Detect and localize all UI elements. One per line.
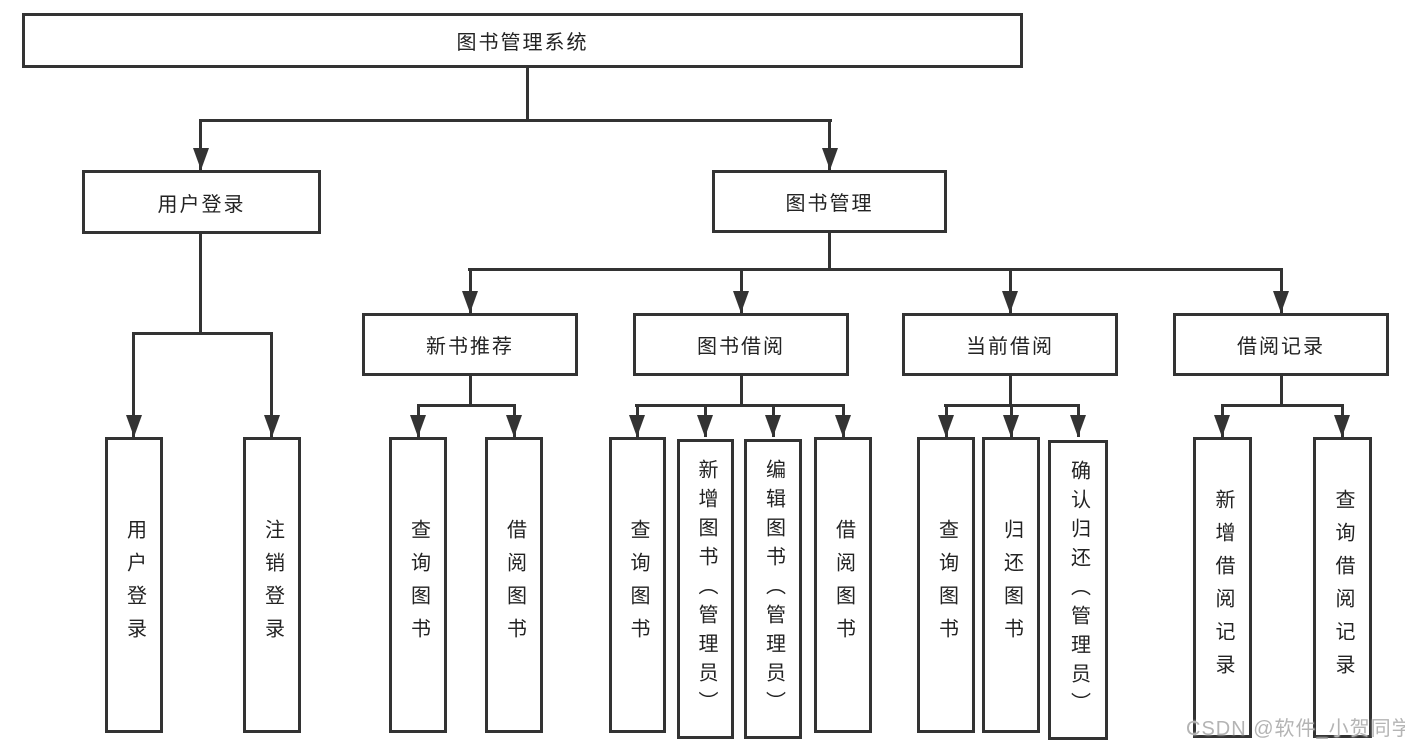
connector-root-trunk [526, 66, 529, 120]
leaf-label: 新增图书（管理员） [695, 458, 717, 720]
leaf-label: 查询图书 [935, 519, 958, 651]
arrowhead-br-query [1334, 415, 1350, 437]
leaf-bb-add-books-admin: 新增图书（管理员） [677, 439, 734, 739]
node-book-borrowing: 图书借阅 [633, 313, 849, 376]
connector-borrow-records-hline [1221, 404, 1344, 407]
connector-borrow-records-trunk [1280, 374, 1283, 406]
connector-drop-current-borrow [1009, 268, 1012, 313]
arrowhead-logout-leaf [264, 415, 280, 437]
arrowhead-nb-query [410, 415, 426, 437]
leaf-label: 注销登录 [261, 519, 284, 651]
connector-current-borrow-trunk [1009, 374, 1012, 406]
leaf-user-login: 用户登录 [105, 437, 163, 733]
leaf-label: 用户登录 [123, 519, 146, 651]
connector-level2-hline [199, 119, 832, 122]
connector-drop-new-book [469, 268, 472, 313]
arrowhead-cb-query [938, 415, 954, 437]
leaf-label: 借阅图书 [832, 519, 855, 651]
node-library-management-system: 图书管理系统 [22, 13, 1023, 68]
leaf-nb-borrow-books: 借阅图书 [485, 437, 543, 733]
node-label: 当前借阅 [966, 336, 1054, 358]
node-borrowing-records: 借阅记录 [1173, 313, 1389, 376]
connector-drop-book-borrow [740, 268, 743, 313]
leaf-br-add-record: 新增借阅记录 [1193, 437, 1252, 738]
arrowhead-br-add [1214, 415, 1230, 437]
leaf-br-query-record: 查询借阅记录 [1313, 437, 1372, 738]
arrowhead-bb-edit [765, 415, 781, 437]
node-book-management: 图书管理 [712, 170, 947, 233]
leaf-nb-query-books: 查询图书 [389, 437, 447, 733]
arrowhead-borrow-records [1273, 291, 1289, 313]
leaf-cb-confirm-return-admin: 确认归还（管理员） [1048, 440, 1108, 740]
leaf-label: 编辑图书（管理员） [762, 458, 785, 720]
connector-book-borrow-hline [635, 404, 845, 407]
leaf-bb-edit-books-admin: 编辑图书（管理员） [744, 439, 802, 739]
connector-drop-user-login-leaf [132, 332, 135, 437]
leaf-label: 查询图书 [627, 519, 649, 651]
arrowhead-book-management [822, 148, 838, 170]
node-label: 图书管理系统 [456, 32, 589, 54]
leaf-label: 确认归还（管理员） [1067, 459, 1090, 721]
leaf-logout: 注销登录 [243, 437, 301, 733]
node-current-borrowing: 当前借阅 [902, 313, 1118, 376]
connector-drop-book-management [828, 119, 831, 170]
connector-new-book-hline [417, 404, 516, 407]
leaf-bb-borrow-books: 借阅图书 [814, 437, 872, 733]
arrowhead-cb-confirm [1070, 415, 1086, 437]
arrowhead-cb-return [1003, 415, 1019, 437]
node-label: 用户登录 [157, 193, 246, 216]
arrowhead-user-login-leaf [126, 415, 142, 437]
arrowhead-current-borrow [1002, 291, 1018, 313]
connector-new-book-trunk [469, 374, 472, 406]
node-label: 图书借阅 [697, 336, 785, 358]
arrowhead-user-login [193, 148, 209, 170]
leaf-label: 新增借阅记录 [1212, 488, 1234, 687]
connector-drop-borrow-records [1280, 268, 1283, 313]
arrowhead-bb-add [697, 415, 713, 437]
connector-book-management-trunk [828, 232, 831, 270]
node-user-login: 用户登录 [82, 170, 321, 234]
connector-drop-user-login [199, 119, 202, 170]
arrowhead-nb-borrow [506, 415, 522, 437]
arrowhead-new-book [462, 291, 478, 313]
leaf-cb-query-books: 查询图书 [917, 437, 975, 733]
connector-drop-logout-leaf [270, 332, 273, 437]
leaf-bb-query-books: 查询图书 [609, 437, 666, 733]
connector-level3-hline [468, 268, 1283, 271]
arrowhead-bb-borrow [835, 415, 851, 437]
connector-user-login-trunk [199, 232, 202, 334]
node-label: 借阅记录 [1237, 336, 1325, 358]
leaf-cb-return-books: 归还图书 [982, 437, 1040, 733]
node-label: 图书管理 [785, 193, 874, 215]
arrowhead-book-borrow [733, 291, 749, 313]
node-new-book-recommendation: 新书推荐 [362, 313, 578, 376]
arrowhead-bb-query [629, 415, 645, 437]
csdn-watermark: CSDN @软件_小贺同学 [1186, 718, 1405, 740]
leaf-label: 查询借阅记录 [1332, 488, 1354, 687]
leaf-label: 查询图书 [407, 519, 430, 651]
connector-user-login-hline [132, 332, 273, 335]
leaf-label: 归还图书 [1000, 519, 1023, 651]
leaf-label: 借阅图书 [503, 519, 526, 651]
connector-book-borrow-trunk [740, 374, 743, 406]
node-label: 新书推荐 [426, 336, 514, 358]
